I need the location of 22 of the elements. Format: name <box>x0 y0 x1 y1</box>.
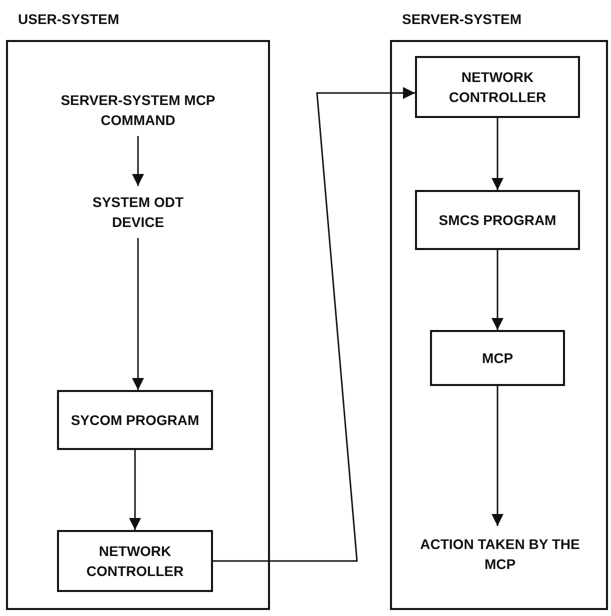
arrow <box>492 250 504 330</box>
box-label: NETWORK CONTROLLER <box>448 68 548 107</box>
flow-text: SYSTEM ODT DEVICE <box>91 192 184 232</box>
box-label: MCP <box>482 348 514 368</box>
process-box <box>430 330 565 386</box>
process-box <box>57 530 213 592</box>
arrow <box>213 87 415 562</box>
process-box <box>415 190 580 250</box>
box-label: SYCOM PROGRAM <box>70 410 200 430</box>
process-box <box>57 390 213 450</box>
arrow <box>492 386 504 526</box>
process-box <box>415 56 580 118</box>
system-title: SERVER-SYSTEM <box>402 10 522 29</box>
box-label: NETWORK CONTROLLER <box>85 542 185 581</box>
flow-text: ACTION TAKEN BY THE MCP <box>420 534 580 574</box>
box-label: SMCS PROGRAM <box>438 210 556 230</box>
flow-text: SERVER-SYSTEM MCP COMMAND <box>60 90 216 130</box>
arrow <box>492 118 504 190</box>
arrow <box>129 450 141 530</box>
arrow <box>132 238 144 390</box>
arrow <box>132 136 144 186</box>
system-title: USER-SYSTEM <box>18 10 120 29</box>
